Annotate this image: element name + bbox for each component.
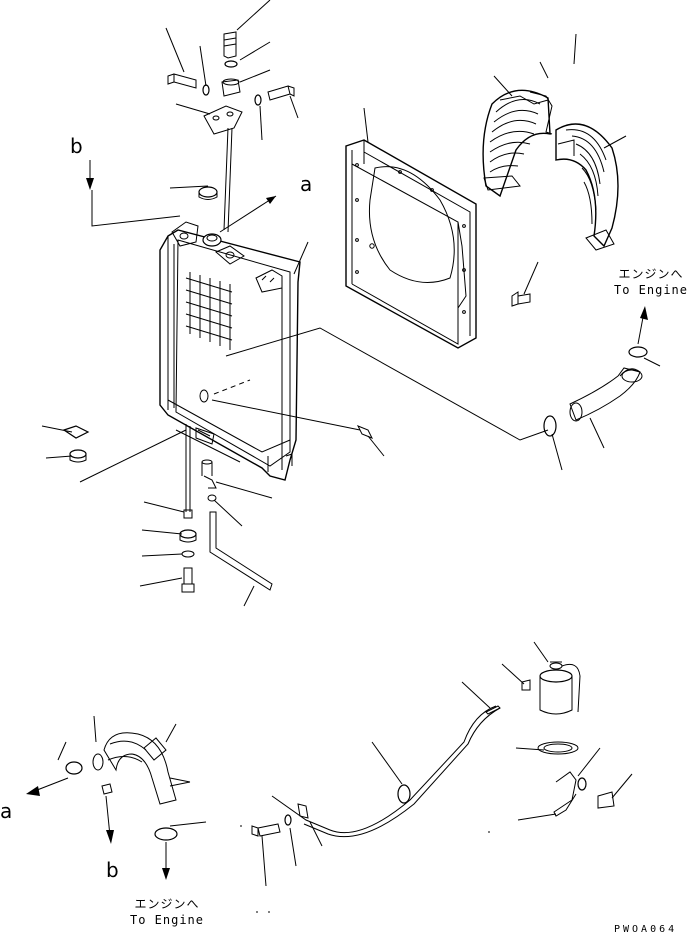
overflow-pipe xyxy=(251,705,501,838)
to-engine-bottom-jp: エンジンへ xyxy=(134,897,200,911)
to-engine-right-jp: エンジンへ xyxy=(618,267,684,281)
drawing-code: PWOA064 xyxy=(614,924,678,935)
to-engine-right-en: To Engine xyxy=(613,283,689,297)
fan-shroud xyxy=(345,139,477,349)
callout-b-bottom: b xyxy=(106,858,119,882)
reserve-tank-assembly xyxy=(521,661,615,817)
callout-b-top: b xyxy=(70,134,83,158)
to-engine-note-right: エンジンへ To Engine xyxy=(606,266,691,298)
to-engine-note-bottom: エンジンへ To Engine xyxy=(120,896,214,928)
callout-a-top: a xyxy=(300,172,313,196)
to-engine-bottom-en: To Engine xyxy=(129,913,205,927)
upper-hose-assembly xyxy=(356,291,648,439)
direction-arrows xyxy=(26,160,648,880)
mount-parts xyxy=(62,425,197,593)
fan-guard-right xyxy=(555,123,619,251)
drain-hose-assembly xyxy=(201,459,273,591)
radiator-core-grid xyxy=(185,272,233,350)
fan-guard-left xyxy=(482,89,553,198)
callout-a-bottom: a xyxy=(0,799,13,823)
lower-hose-assembly xyxy=(65,732,191,841)
radiator xyxy=(159,221,301,481)
leader-lines xyxy=(41,0,661,887)
top-bracket-assembly xyxy=(167,31,295,233)
